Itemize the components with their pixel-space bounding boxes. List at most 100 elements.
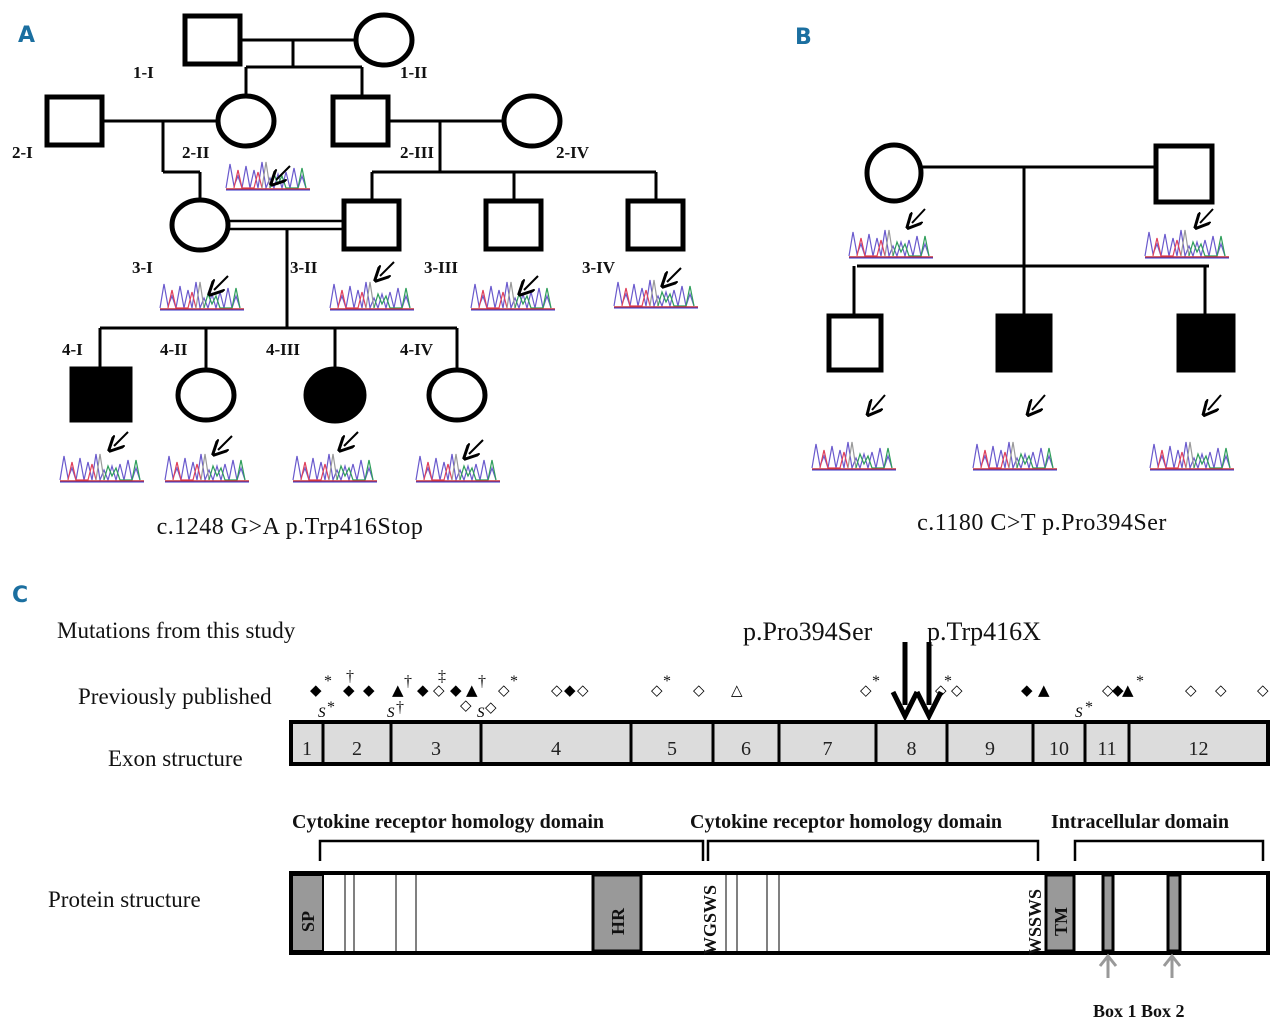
domain-label-intracellular: Intracellular domain <box>1051 811 1229 833</box>
open-diamond-icon: ◇ <box>651 681 663 699</box>
label-3-II: 3-II <box>290 258 318 277</box>
asterisk-mark: * <box>1136 673 1144 690</box>
open-diamond-icon: ◇ <box>693 681 705 699</box>
asterisk-mark: * <box>944 673 952 690</box>
arrow-icon <box>380 261 395 276</box>
individual-2-IV <box>501 93 563 149</box>
individual-4-IV <box>426 367 488 423</box>
individual-2-III <box>330 94 391 148</box>
panel-c: C Mutations from this study Previously p… <box>12 583 1270 1021</box>
exon-9: 9 <box>985 738 995 760</box>
individual-4-I <box>69 366 133 423</box>
mutation-label-trp416x: p.Trp416X <box>927 617 1041 646</box>
filled-triangle-icon: ▲ <box>1038 681 1050 699</box>
chromatogram-3-II <box>329 281 415 311</box>
arrow-icon <box>214 275 229 290</box>
splice-mark: S <box>477 705 485 721</box>
transmembrane-region <box>1044 873 1076 953</box>
filled-triangle-icon: ▲ <box>1122 681 1134 699</box>
panel-a-letter: A <box>18 23 35 48</box>
open-diamond-icon: ◇ <box>1257 681 1269 699</box>
individual-b-child-3 <box>1176 313 1236 373</box>
exon-3: 3 <box>431 738 441 760</box>
dagger-mark: † <box>346 668 354 685</box>
dagger-mark: † <box>396 699 404 716</box>
open-diamond-icon: ◇ <box>935 681 947 699</box>
dagger-mark: † <box>404 673 412 690</box>
label-4-II: 4-II <box>160 340 188 359</box>
exon-1: 1 <box>302 738 312 760</box>
chromatogram-b-child-3 <box>1149 441 1235 471</box>
open-diamond-icon: ◇ <box>577 681 589 699</box>
asterisk-mark: * <box>872 673 880 690</box>
signal-peptide-region <box>291 874 324 952</box>
hinge-region <box>591 873 643 953</box>
label-3-IV: 3-IV <box>582 258 616 277</box>
individual-4-II <box>175 367 237 423</box>
exon-8: 8 <box>907 738 917 760</box>
individual-3-IV <box>625 198 686 252</box>
open-diamond-icon: ◇ <box>1185 681 1197 699</box>
label-3-I: 3-I <box>132 258 153 277</box>
asterisk-mark: * <box>327 699 335 716</box>
double-dagger-mark: ‡ <box>438 668 446 685</box>
filled-diamond-icon: ◆ <box>363 681 375 699</box>
panel-a-caption: c.1248 G>A p.Trp416Stop <box>157 514 424 540</box>
individual-1-II <box>353 12 415 68</box>
chromatogram-4-III <box>292 453 378 483</box>
label-1-I: 1-I <box>133 63 154 82</box>
asterisk-mark: * <box>1085 699 1093 716</box>
open-triangle-icon: △ <box>731 681 743 699</box>
individual-1-I <box>182 13 243 67</box>
filled-triangle-icon: ▲ <box>392 681 404 699</box>
filled-diamond-icon: ◆ <box>417 681 429 699</box>
chromatogram-2-II <box>225 161 311 191</box>
individual-3-II <box>341 198 402 252</box>
chromatogram-4-I <box>59 453 145 483</box>
mutation-label-pro394ser: p.Pro394Ser <box>743 617 873 646</box>
splice-mark: S <box>387 705 395 721</box>
exon-5: 5 <box>667 738 677 760</box>
exon-11: 11 <box>1097 738 1116 760</box>
asterisk-mark: * <box>510 673 518 690</box>
label-2-IV: 2-IV <box>556 143 590 162</box>
box-labels: Box 1 Box 2 <box>1093 1001 1185 1021</box>
individual-4-III <box>303 366 367 424</box>
chromatogram-b-child-2 <box>972 441 1058 471</box>
label-4-IV: 4-IV <box>400 340 434 359</box>
individual-2-I <box>44 94 105 148</box>
published-markers: ◆ * ◆ † ◆ ▲ † ◆ ◇ ‡ ◆ ▲ † ◇ * ◇ ◇ ◇ ◆ ◇ … <box>310 668 1269 721</box>
open-diamond-icon: ◇ <box>1215 681 1227 699</box>
wgsws-motif-label: WGSWS <box>700 885 720 955</box>
arrow-icon <box>344 431 359 446</box>
arrow-icon <box>912 208 926 223</box>
arrow-icon <box>114 431 129 446</box>
label-2-III: 2-III <box>400 143 434 162</box>
label-2-II: 2-II <box>182 143 210 162</box>
tm-label: TM <box>1051 907 1071 936</box>
filled-triangle-icon: ▲ <box>466 681 478 699</box>
exon-7: 7 <box>823 738 833 760</box>
bracket-crh-1 <box>318 839 705 861</box>
filled-diamond-icon: ◆ <box>564 681 576 699</box>
arrow-icon <box>524 275 539 290</box>
label-3-III: 3-III <box>424 258 458 277</box>
arrow-icon <box>1208 394 1222 410</box>
sp-label: SP <box>298 911 318 932</box>
individual-b-father <box>1153 143 1215 205</box>
open-diamond-icon: ◇ <box>433 681 445 699</box>
hr-label: HR <box>608 907 628 935</box>
chromatogram-b-mother <box>848 229 934 259</box>
individual-b-mother <box>864 142 924 204</box>
asterisk-mark: * <box>324 673 332 690</box>
label-2-I: 2-I <box>12 143 33 162</box>
bracket-crh-2 <box>706 839 1040 861</box>
mutation-arrow-pro394ser <box>890 642 920 722</box>
dagger-mark: † <box>478 673 486 690</box>
exon-12: 12 <box>1189 738 1209 760</box>
open-diamond-icon: ◇ <box>551 681 563 699</box>
open-diamond-icon: ◇ <box>460 696 472 714</box>
label-4-I: 4-I <box>62 340 83 359</box>
panel-b-letter: B <box>795 25 812 50</box>
